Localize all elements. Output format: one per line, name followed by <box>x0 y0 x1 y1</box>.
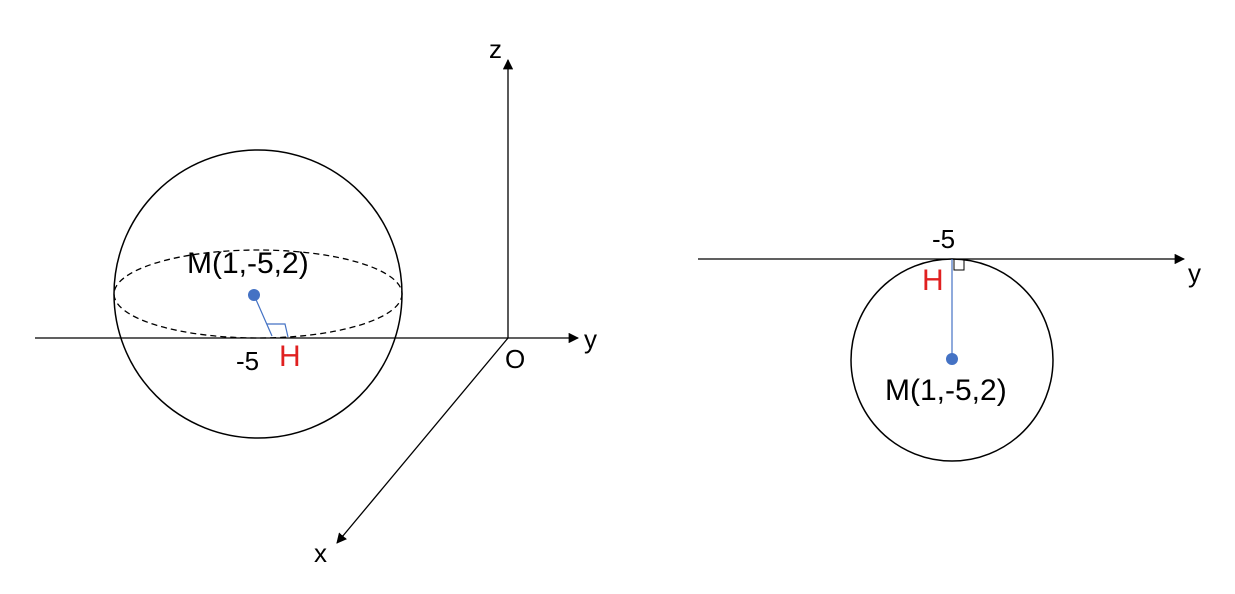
left-foot-label: H <box>279 340 301 373</box>
left-center-point <box>248 289 260 301</box>
left-right-angle-marker <box>267 323 289 338</box>
right-y-axis-label: y <box>1188 258 1201 288</box>
right-tick-label: -5 <box>932 224 955 254</box>
left-tick-label: -5 <box>236 346 259 376</box>
right-foot-label: H <box>922 264 944 297</box>
left-x-axis-label: x <box>314 538 327 568</box>
left-y-axis-label: y <box>584 324 597 354</box>
right-figure: y -5 H M(1,-5,2) <box>698 224 1201 462</box>
left-sphere-equator <box>113 249 403 339</box>
right-right-angle-marker <box>953 259 965 271</box>
right-center-point <box>946 353 958 365</box>
right-center-label: M(1,-5,2) <box>885 374 1007 407</box>
left-center-label: M(1,-5,2) <box>187 247 309 280</box>
left-figure: z y x O M(1,-5,2) -5 H <box>35 34 597 568</box>
left-z-axis-label: z <box>489 34 502 64</box>
left-perpendicular-segment <box>253 294 273 337</box>
left-origin-label: O <box>505 344 525 374</box>
left-x-axis <box>336 337 509 544</box>
